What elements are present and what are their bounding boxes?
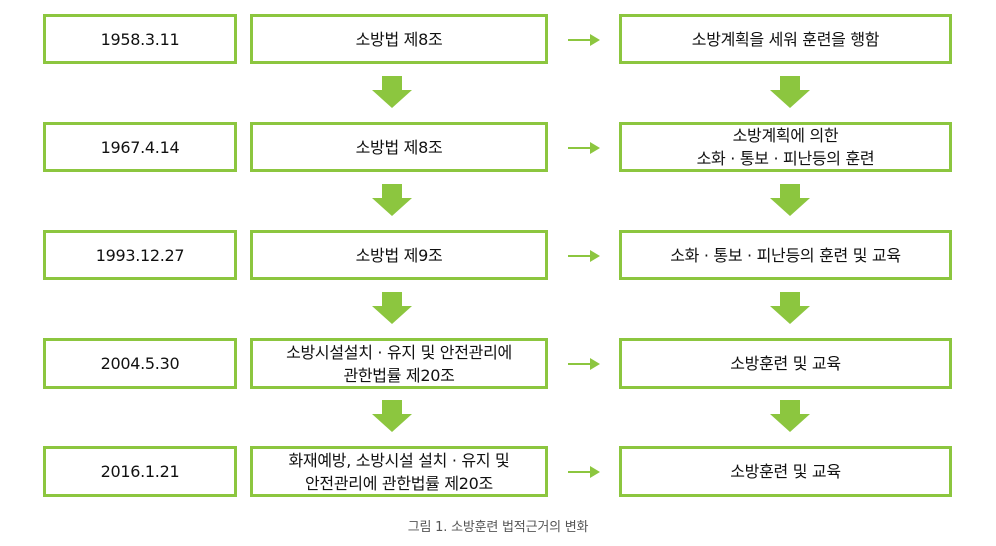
law-box: 화재예방, 소방시설 설치 · 유지 및 안전관리에 관한법률 제20조	[250, 446, 548, 497]
date-box: 1967.4.14	[43, 122, 237, 172]
right-arrow-icon	[568, 250, 600, 262]
date-box: 1993.12.27	[43, 230, 237, 280]
date-box: 1958.3.11	[43, 14, 237, 64]
law-box: 소방법 제9조	[250, 230, 548, 280]
law-box: 소방법 제8조	[250, 14, 548, 64]
law-box: 소방시설설치 · 유지 및 안전관리에 관한법률 제20조	[250, 338, 548, 389]
result-box: 소방훈련 및 교육	[619, 446, 952, 497]
date-box: 2016.1.21	[43, 446, 237, 497]
law-box: 소방법 제8조	[250, 122, 548, 172]
result-box: 소화 · 통보 · 피난등의 훈련 및 교육	[619, 230, 952, 280]
result-box: 소방훈련 및 교육	[619, 338, 952, 389]
right-arrow-icon	[568, 466, 600, 478]
right-arrow-icon	[568, 34, 600, 46]
result-box: 소방계획에 의한 소화 · 통보 · 피난등의 훈련	[619, 122, 952, 172]
right-arrow-icon	[568, 358, 600, 370]
date-box: 2004.5.30	[43, 338, 237, 389]
figure-caption: 그림 1. 소방훈련 법적근거의 변화	[407, 520, 589, 535]
result-box: 소방계획을 세워 훈련을 행함	[619, 14, 952, 64]
right-arrow-icon	[568, 142, 600, 154]
